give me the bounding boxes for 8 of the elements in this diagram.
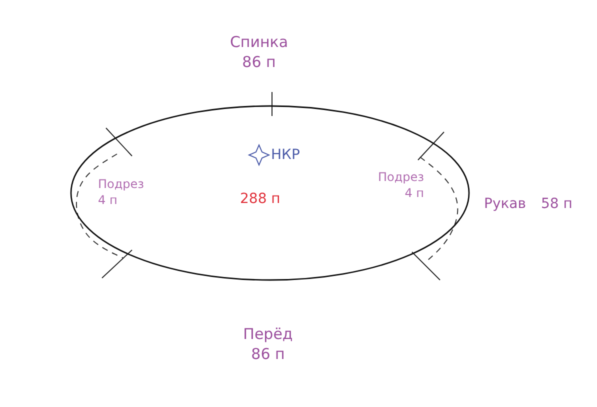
part-label: Перёд 86 п: [242, 325, 294, 364]
part-label: Подрез 4 п: [376, 170, 424, 202]
count-label: 58 п: [541, 195, 574, 214]
marker-label: НКР: [271, 146, 301, 164]
part-label: Подрез 4 п: [98, 177, 146, 208]
part-label: Рукав: [484, 195, 528, 214]
total-count: 288 п: [240, 191, 280, 207]
part-label: Спинка 86 п: [229, 33, 289, 72]
